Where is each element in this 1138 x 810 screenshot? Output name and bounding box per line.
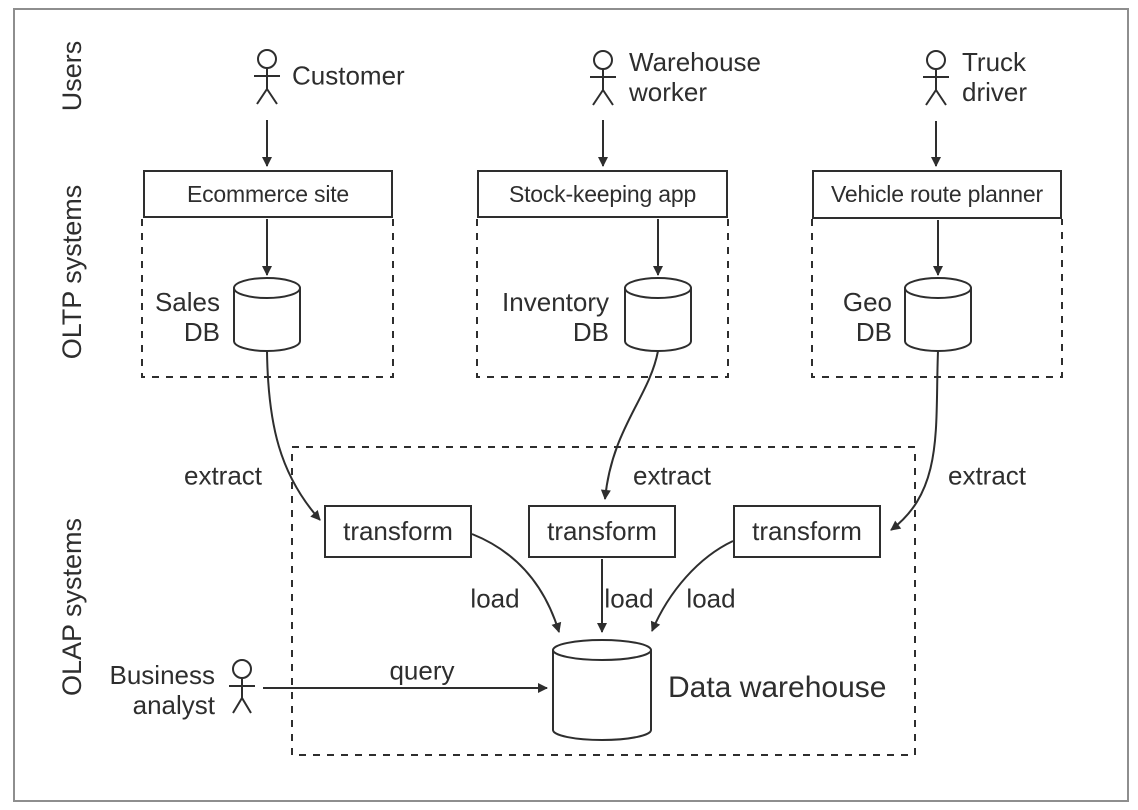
warehouse-worker-actor-icon <box>590 50 616 106</box>
db-cylinder-geo <box>904 277 972 352</box>
db-cylinder-sales <box>233 277 301 352</box>
oltp-dashed-box-inventory <box>476 219 729 378</box>
actor-label-warehouse-worker: Warehouse worker <box>629 47 761 107</box>
lane-label-oltp-systems: OLTP systems <box>57 184 87 360</box>
edge-label-load-1: load <box>470 583 520 614</box>
actor-label-business-analyst: Business analyst <box>109 660 216 720</box>
edge-label-extract-2: extract <box>632 460 712 491</box>
business-analyst-actor-icon <box>229 659 255 714</box>
app-box-ecommerce-site: Ecommerce site <box>143 170 393 218</box>
transform-box-3: transform <box>733 505 881 558</box>
truck-driver-actor-icon <box>923 50 949 106</box>
db-label-geo: Geo DB <box>842 287 892 347</box>
app-box-route-planner: Vehicle route planner <box>812 170 1062 219</box>
olap-dashed-box <box>291 446 916 756</box>
transform-box-1: transform <box>324 505 472 558</box>
app-box-stock-keeping: Stock-keeping app <box>477 170 728 218</box>
db-cylinder-inventory <box>624 277 692 352</box>
figure-frame <box>13 8 1129 802</box>
actor-label-truck-driver: Truck driver <box>962 47 1028 107</box>
edge-label-extract-1: extract <box>183 460 263 491</box>
edge-load-1 <box>471 533 562 633</box>
edge-extract-inventory <box>600 350 659 500</box>
db-label-sales: Sales DB <box>154 287 220 347</box>
edge-load-3 <box>650 540 734 632</box>
edge-label-extract-3: extract <box>947 460 1027 491</box>
actor-label-customer: Customer <box>292 60 405 91</box>
edge-label-load-2: load <box>604 583 654 614</box>
transform-box-2: transform <box>528 505 676 558</box>
data-warehouse-cylinder <box>552 639 652 741</box>
edge-label-query: query <box>389 655 455 686</box>
db-label-inventory: Inventory DB <box>502 287 609 347</box>
edge-label-load-3: load <box>686 583 736 614</box>
edge-extract-geo <box>890 350 939 531</box>
edge-extract-sales <box>266 350 321 521</box>
data-warehouse-label: Data warehouse <box>668 671 887 704</box>
customer-actor-icon <box>254 49 280 105</box>
